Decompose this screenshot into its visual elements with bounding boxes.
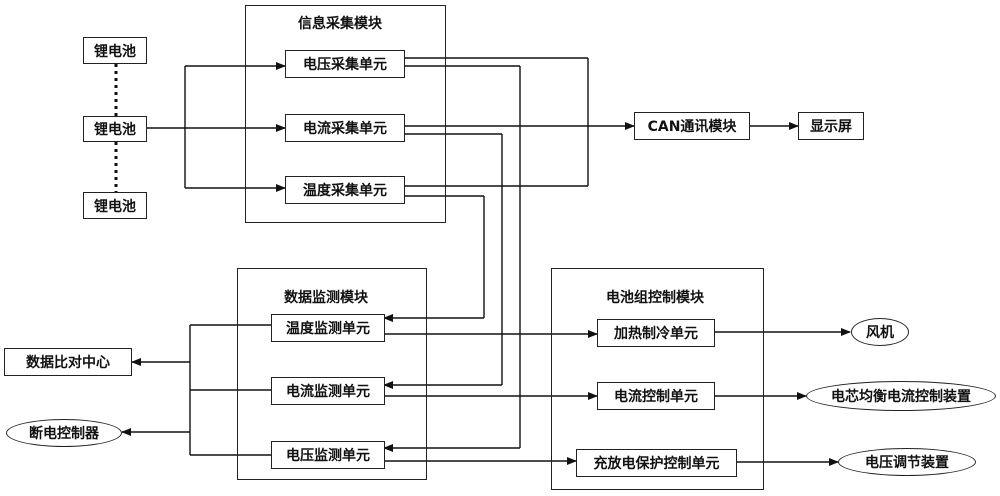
temperature-monitoring-unit: 温度监测单元: [271, 314, 385, 342]
battery-top: 锂电池: [83, 37, 147, 64]
battery-control-module: [551, 268, 764, 490]
charge-discharge-protection-unit: 充放电保护控制单元: [576, 449, 737, 477]
temperature-collection-unit: 温度采集单元: [285, 176, 405, 204]
info-collection-module-title: 信息采集模块: [298, 16, 382, 32]
current-control-unit: 电流控制单元: [597, 382, 715, 410]
display-screen: 显示屏: [798, 112, 864, 140]
fan-oval: 风机: [851, 318, 909, 346]
info-collection-module: [245, 5, 446, 223]
heating-cooling-unit: 加热制冷单元: [597, 319, 715, 347]
breaker-controller-oval: 断电控制器: [6, 419, 122, 447]
data-monitoring-module: [237, 268, 427, 480]
data-comparison-center: 数据比对中心: [4, 348, 132, 376]
battery-bottom: 锂电池: [83, 192, 147, 219]
data-monitoring-module-title: 数据监测模块: [284, 290, 368, 306]
voltage-monitoring-unit: 电压监测单元: [271, 441, 385, 469]
can-communication-module: CAN通讯模块: [634, 112, 750, 140]
current-monitoring-unit: 电流监测单元: [271, 377, 385, 405]
cell-balance-control-oval: 电芯均衡电流控制装置: [806, 381, 996, 411]
voltage-collection-unit: 电压采集单元: [285, 50, 405, 78]
voltage-regulator-oval: 电压调节装置: [838, 448, 976, 476]
battery-middle: 锂电池: [83, 116, 147, 142]
current-collection-unit: 电流采集单元: [285, 114, 405, 142]
battery-control-module-title: 电池组控制模块: [606, 290, 704, 306]
